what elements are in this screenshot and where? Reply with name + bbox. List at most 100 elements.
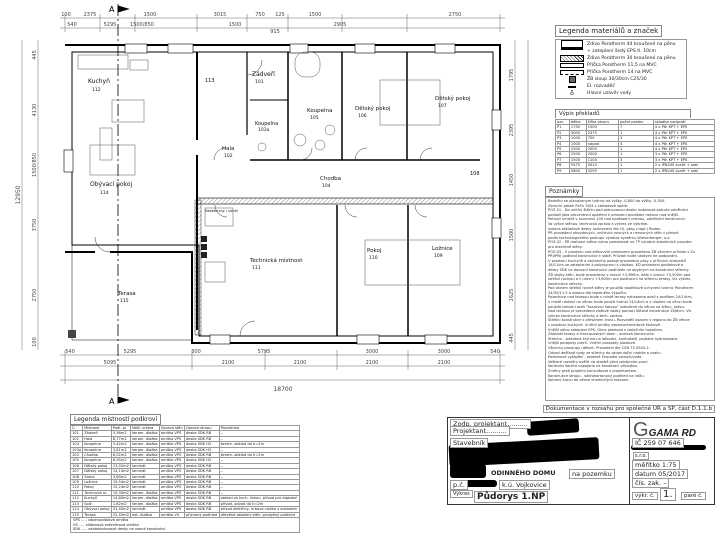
note-line: V prostoru kuchyně a obývacího pokoje pr… bbox=[548, 258, 687, 263]
note-line: Izolace základové desky rozkreslení dle … bbox=[548, 226, 662, 231]
project-name-fragment: ODINNÉHO DOMU bbox=[489, 469, 558, 477]
note-line: Všechny prostupy utěsnit. Provedení dle … bbox=[548, 346, 650, 350]
svg-text:5095: 5095 bbox=[104, 360, 117, 366]
notes-body: Bednění se plánovaným tvárnic od výšky -… bbox=[545, 197, 715, 401]
svg-text:2395: 2395 bbox=[509, 124, 515, 137]
svg-text:Hala: Hala bbox=[222, 146, 234, 152]
note-line: PR(IPN) podklad konstrukce k sobě. Průvl… bbox=[548, 254, 679, 259]
svg-text:106: 106 bbox=[358, 113, 367, 119]
table-cell: 1,62m2 bbox=[110, 500, 132, 508]
svg-text:Dětský pokoj: Dětský pokoj bbox=[435, 95, 471, 102]
table-cell: 110 bbox=[69, 484, 84, 491]
svg-text:3015: 3015 bbox=[214, 12, 227, 18]
table-cell: 5,42m2 bbox=[110, 441, 132, 448]
exterior-walls bbox=[65, 44, 501, 344]
svg-text:Terasa: Terasa bbox=[117, 291, 136, 297]
table-cell: 31,40m2 bbox=[110, 506, 132, 513]
table-cell: omítka VPS bbox=[158, 446, 186, 454]
table-cell: omítka VPS bbox=[158, 489, 186, 497]
table-cell: omítka VPS bbox=[158, 506, 186, 513]
drawing-name: Půdorys 1.NP bbox=[474, 491, 549, 503]
table-cell: omítka VPS bbox=[158, 457, 186, 464]
table-cell: 111 bbox=[69, 489, 84, 497]
table-cell: keram. obklad do h=2m bbox=[218, 441, 301, 448]
partition-14-symbol bbox=[557, 70, 587, 75]
note-line: Změny proti projektu konzultovat s proje… bbox=[548, 368, 638, 373]
table-cell: 3 x Pth KPT + EPS bbox=[652, 151, 716, 158]
svg-text:112: 112 bbox=[92, 87, 101, 93]
table-cell: omítka VPS bbox=[158, 462, 186, 470]
tech-wall-hatched bbox=[194, 199, 202, 336]
svg-text:3000: 3000 bbox=[438, 349, 451, 355]
furniture bbox=[77, 51, 461, 286]
electrical-board-icons bbox=[201, 236, 207, 258]
note-line: Zábradlí terasy a francouzských oken - o… bbox=[548, 332, 655, 337]
table-cell: 103 bbox=[69, 441, 84, 448]
table-cell: 113 bbox=[69, 500, 84, 508]
table-cell: 4 x Pth KPT + EPS bbox=[652, 140, 716, 148]
company-id: IČ 259 07 646 bbox=[632, 438, 684, 448]
table-cell: 22,40m2 bbox=[110, 511, 132, 518]
water-valve-icon: ♁ bbox=[569, 90, 575, 97]
svg-text:Obývací pokoj: Obývací pokoj bbox=[90, 181, 133, 188]
drawing-label: Výkres bbox=[450, 490, 473, 498]
material-legend: Legenda materiálů a značek Zdivo Porothe… bbox=[555, 18, 715, 99]
table-cell: 13,92m2 bbox=[110, 462, 132, 470]
table-cell: 3,81m2 bbox=[110, 446, 132, 454]
table-cell: keram. dlažba bbox=[130, 489, 160, 497]
svg-text:104: 104 bbox=[322, 183, 331, 189]
svg-text:2750: 2750 bbox=[32, 289, 38, 302]
svg-text:Pokoj: Pokoj bbox=[367, 248, 382, 254]
table-cell: 8,77m2 bbox=[110, 435, 132, 443]
table-cell: 4 x Pth KPT + EPS bbox=[652, 124, 716, 131]
table-cell: omítka VPS bbox=[158, 484, 186, 491]
table-cell: 5295 bbox=[585, 167, 620, 175]
company-logo: GGAMA RD s.r.o. bbox=[633, 419, 696, 460]
table-cell: dřevěné obložení stěn, prodyšný podhled bbox=[218, 511, 301, 518]
table-cell: 2 x IPN240 svařit + sokl bbox=[652, 162, 716, 169]
svg-text:2750: 2750 bbox=[449, 12, 462, 18]
svg-text:111: 111 bbox=[252, 265, 261, 271]
table-cell: omítka VPS bbox=[158, 435, 186, 443]
doors bbox=[94, 59, 433, 337]
table-cell: 3,60m2 bbox=[110, 473, 132, 481]
redaction bbox=[450, 464, 486, 478]
corridor-wall-hatched bbox=[196, 197, 494, 205]
dimension-ticks bbox=[64, 14, 501, 384]
note-line: pro otevřené stěny. bbox=[548, 244, 583, 249]
table-cell: keram. dlažba bbox=[130, 495, 160, 502]
table-cell: P9 bbox=[555, 167, 570, 175]
table-cell: 4 x Pth KPT + EPS bbox=[652, 145, 716, 153]
table-cell: Terasa bbox=[82, 511, 112, 518]
note-line: Zemnící pásek FeZn 30/4 v základové spář… bbox=[548, 203, 629, 208]
table-cell: Dětský pokoj bbox=[82, 468, 112, 475]
svg-text:915: 915 bbox=[270, 29, 280, 35]
svg-text:1500/850: 1500/850 bbox=[130, 22, 154, 28]
column-header: Podl. pl. bbox=[110, 424, 132, 432]
svg-text:2375: 2375 bbox=[84, 12, 97, 18]
svg-text:100: 100 bbox=[61, 12, 71, 18]
svg-text:2100: 2100 bbox=[438, 360, 451, 366]
notes-title: Poznámky bbox=[545, 186, 584, 197]
wall-30-symbol bbox=[557, 55, 587, 62]
svg-text:2100: 2100 bbox=[294, 360, 307, 366]
dimension-labels-top: 100 2375 1500 3015 750 125 1500 2750 540… bbox=[61, 12, 461, 35]
svg-text:1500: 1500 bbox=[144, 12, 157, 18]
designer-label: Projektant.......... bbox=[450, 426, 510, 436]
svg-text:101: 101 bbox=[255, 79, 264, 85]
svg-text:1500: 1500 bbox=[509, 229, 515, 242]
table-cell: keram. dlažba bbox=[130, 441, 160, 448]
room-closet: 108 bbox=[470, 171, 480, 177]
section-marker-bottom: A bbox=[109, 397, 115, 405]
